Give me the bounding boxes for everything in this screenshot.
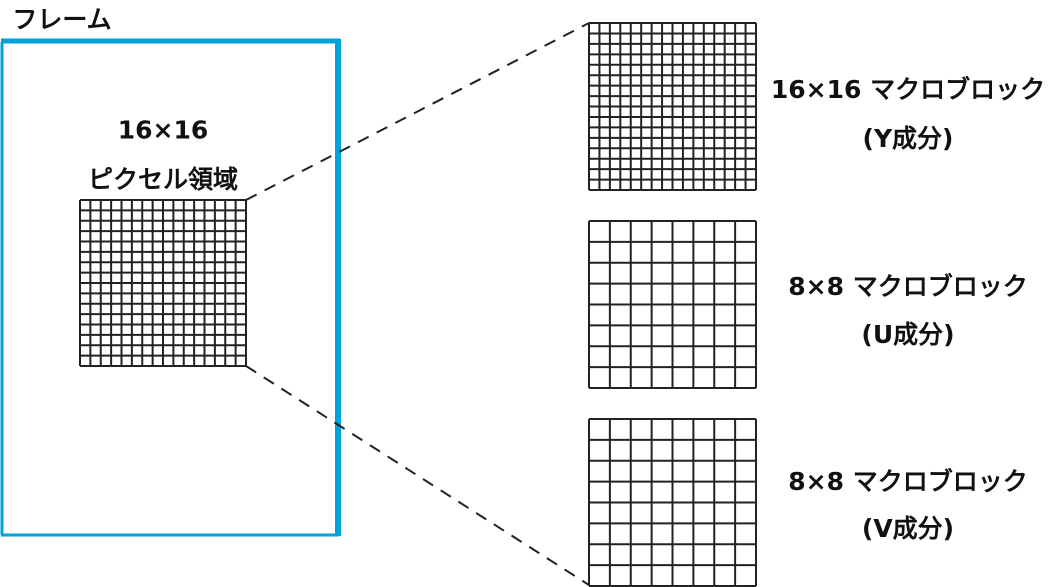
y-block-component: (Y成分): [862, 124, 954, 153]
v-block-title: 8×8 マクロブロック: [788, 467, 1028, 496]
dashed-connector-top: [245, 22, 590, 201]
y-macroblock-grid: [588, 22, 757, 191]
v-macroblock-grid: [588, 418, 757, 587]
pixel-region-label: ピクセル領域: [87, 165, 239, 194]
u-block-title: 8×8 マクロブロック: [788, 272, 1028, 301]
frame-label: フレーム: [12, 5, 112, 34]
u-macroblock-grid: [588, 220, 757, 389]
pixel-region-size: 16×16: [117, 115, 209, 145]
v-block-component: (V成分): [861, 514, 955, 543]
u-block-component: (U成分): [861, 320, 955, 349]
y-block-title: 16×16 マクロブロック: [770, 75, 1046, 104]
frame-rect: [0, 38, 341, 537]
dashed-connector-bottom: [245, 365, 590, 586]
pixel-region-grid: [79, 199, 247, 367]
